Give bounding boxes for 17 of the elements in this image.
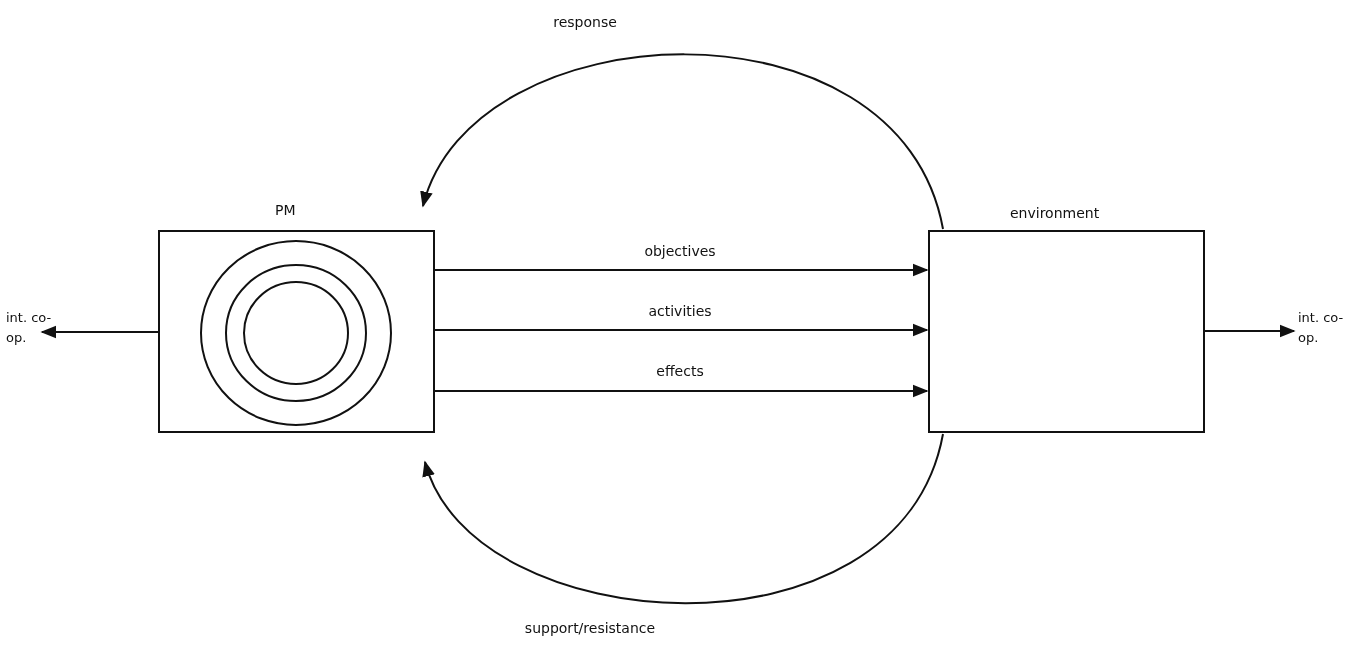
- arrow: [1204, 324, 1296, 338]
- system-box: [928, 230, 1205, 433]
- box-heading: PM: [275, 201, 296, 220]
- edge-label: objectives: [642, 243, 718, 259]
- arrow: [424, 433, 944, 605]
- edge-label: effects: [654, 363, 706, 379]
- box-heading: environment: [1010, 204, 1100, 223]
- arrow: [434, 384, 929, 398]
- arrow: [434, 323, 929, 337]
- edge-label: activities: [646, 303, 714, 319]
- node-label: int. co-op.: [1298, 308, 1346, 347]
- arrow: [434, 263, 929, 277]
- system-box: [158, 230, 435, 433]
- arrow: [422, 53, 944, 230]
- node-label: int. co-op.: [6, 308, 56, 347]
- arrow: [40, 325, 159, 339]
- edge-label: support/resistance: [522, 620, 658, 636]
